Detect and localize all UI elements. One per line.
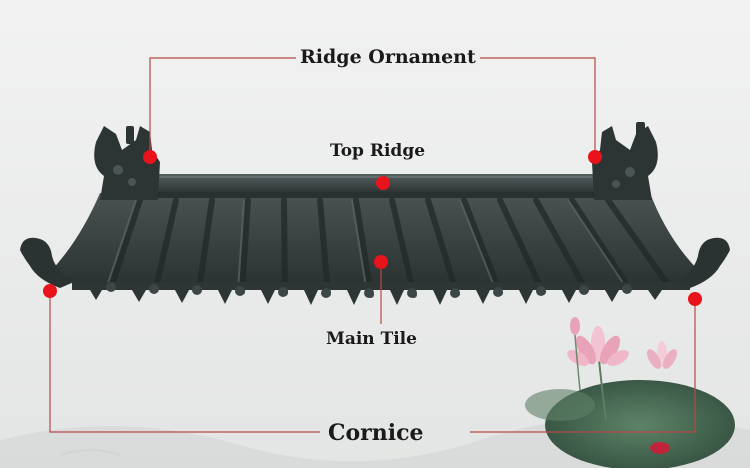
lotus-leaf-small	[525, 389, 595, 421]
marker-top-ridge	[376, 176, 390, 190]
ridge-ornament-right-icon	[592, 122, 658, 200]
lotus-flower-icon	[567, 326, 629, 366]
marker-cornice-right	[688, 292, 702, 306]
roof-illustration	[20, 122, 730, 305]
label-main-tile: Main Tile	[326, 329, 417, 349]
marker-main-tile	[374, 255, 388, 269]
lotus-decoration	[525, 317, 735, 468]
marker-ridge-ornament-right	[588, 150, 602, 164]
label-ridge-ornament: Ridge Ornament	[296, 48, 480, 67]
lotus-bud-icon	[570, 317, 581, 391]
leader-ridge-ornament	[149, 57, 296, 157]
main-tile-body	[50, 193, 700, 282]
top-ridge-beam	[150, 174, 602, 194]
ridge-ornament-left-icon	[94, 126, 160, 200]
leader-cornice-right	[470, 300, 696, 433]
tile-rib-highlights	[107, 199, 626, 294]
lotus-flower-small-icon	[647, 341, 677, 369]
eave-end-caps	[106, 282, 632, 298]
marker-cornice-left	[43, 284, 57, 298]
label-top-ridge: Top Ridge	[330, 141, 426, 161]
cornice-right-curl	[676, 237, 730, 288]
leader-ridge-ornament-right	[472, 57, 596, 157]
leader-cornice-left	[49, 291, 320, 433]
marker-ridge-ornament-left	[143, 150, 157, 164]
tile-ribs	[109, 197, 671, 298]
cornice-left-curl	[20, 237, 74, 288]
label-cornice: Cornice	[328, 420, 424, 446]
lotus-flower-red-icon	[650, 442, 670, 454]
leader-lines	[49, 57, 696, 433]
top-ridge-base	[120, 192, 632, 198]
markers	[43, 150, 702, 306]
